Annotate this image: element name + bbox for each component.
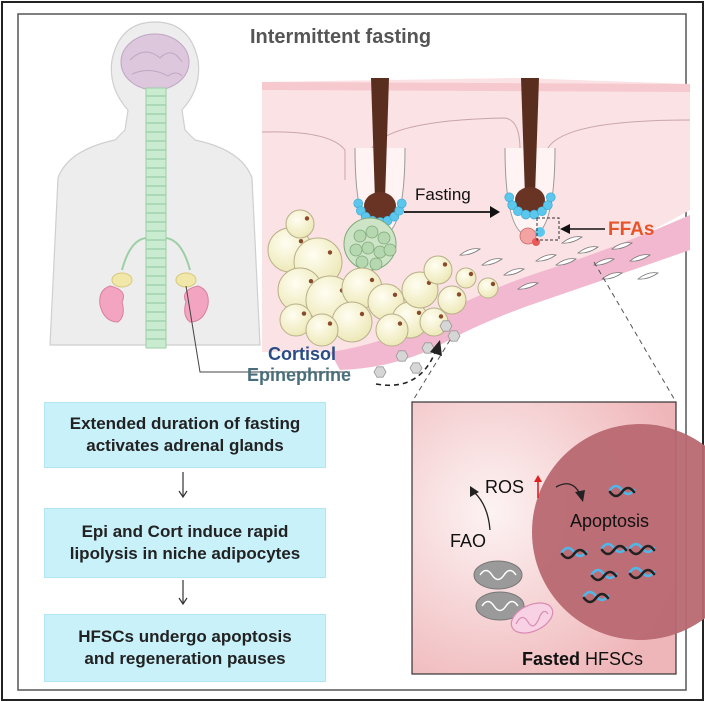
step-1-line-2: activates adrenal glands	[86, 436, 284, 455]
step-3-line-1: HFSCs undergo apoptosis	[78, 627, 292, 646]
fasting-label: Fasting	[415, 185, 471, 204]
zoom-line-left	[411, 339, 451, 403]
hormone-molecules	[373, 320, 461, 378]
step-box-3: HFSCs undergo apoptosis and regeneration…	[44, 614, 326, 682]
ffa-label: FFAs	[608, 219, 655, 240]
spinal-cord	[145, 87, 167, 349]
nucleus	[532, 424, 705, 640]
epinephrine-label: Epinephrine	[247, 365, 352, 385]
step-box-1: Extended duration of fasting activates a…	[44, 402, 326, 468]
adipocytes	[267, 209, 499, 347]
mitochondria	[473, 560, 554, 634]
fao-label: FAO	[450, 531, 487, 551]
brain	[120, 33, 190, 91]
step-2-line-1: Epi and Cort induce rapid	[81, 522, 289, 541]
fibroblasts	[458, 236, 659, 290]
cortisol-label: Cortisol	[268, 344, 337, 364]
inset-caption-bold: Fasted	[522, 649, 581, 669]
dna-fragments	[560, 484, 656, 604]
diagram-title: Intermittent fasting	[250, 26, 432, 48]
hormone-arrow	[375, 349, 437, 386]
zoom-line-right	[593, 261, 677, 403]
apoptosis-label: Apoptosis	[570, 511, 650, 531]
step-1-line-1: Extended duration of fasting	[69, 414, 301, 433]
adrenal-glands	[111, 272, 197, 288]
hair-follicle-fed	[343, 78, 407, 271]
step-3-line-2: and regeneration pauses	[84, 649, 286, 668]
fao-arrow	[473, 491, 491, 531]
step-2-line-2: lipolysis in niche adipocytes	[69, 544, 301, 563]
fasted-hfsc-inset	[411, 401, 705, 675]
inset-caption-rest: HFSCs	[585, 649, 644, 669]
nerve-branches	[121, 237, 191, 271]
flow-arrows	[178, 472, 188, 606]
inner-frame	[17, 13, 687, 691]
hair-follicle-fasted	[504, 78, 560, 246]
step-box-2: Epi and Cort induce rapid lipolysis in n…	[44, 508, 326, 578]
ros-label: ROS	[485, 477, 525, 497]
adrenal-pointer-line	[185, 285, 350, 373]
inset-caption: Fasted HFSCs	[522, 650, 643, 668]
